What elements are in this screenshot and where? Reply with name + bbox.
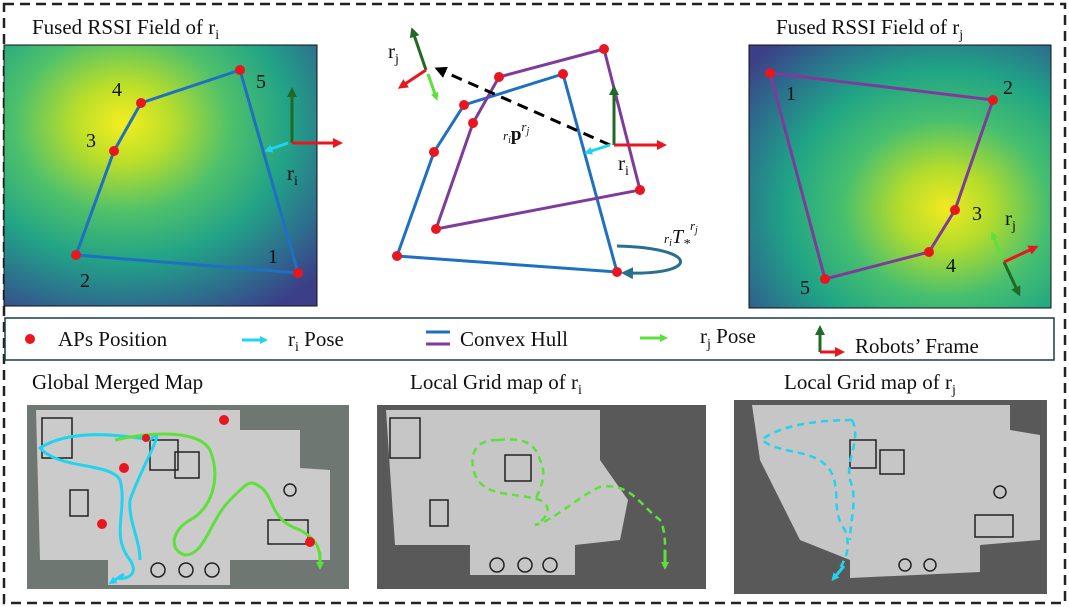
ap-number-j-1: 1 [786, 83, 796, 105]
relative-position-label: riprj [503, 119, 529, 146]
legend-ap-dot [25, 334, 35, 344]
ap-markers-i [71, 65, 303, 278]
transform-arrow [616, 244, 682, 280]
legend-frame: Robots’ Frame [855, 334, 979, 358]
ap-markers-j [765, 68, 998, 284]
legend-frame-icon [815, 325, 845, 357]
center-hull-blue [394, 72, 620, 274]
robot-frame-center-i [584, 85, 667, 155]
robot-label-i: ri [287, 161, 298, 189]
local-map-j [734, 400, 1047, 594]
ap-number-i-1: 1 [268, 246, 278, 268]
legend-aps: APs Position [58, 327, 168, 351]
robot-frame-center-j [397, 27, 439, 101]
ap-number-j-4: 4 [946, 255, 956, 277]
local-map-i-title: Local Grid map of ri [410, 370, 582, 398]
legend-convex: Convex Hull [460, 327, 568, 351]
ap-number-j-2: 2 [1003, 77, 1013, 99]
robot-label-center-i: ri [618, 151, 629, 179]
center-ap-markers [392, 44, 645, 277]
legend-box [4, 317, 1055, 361]
field-j-title: Fused RSSI Field of rj [776, 15, 963, 43]
convex-hull-i [73, 68, 301, 275]
global-merged-map [27, 405, 349, 589]
robot-frame-j [990, 231, 1039, 297]
ap-number-i-2: 2 [80, 270, 90, 292]
ap-number-i-5: 5 [256, 71, 266, 93]
local-map-i [377, 405, 706, 589]
relative-position-arrow [434, 66, 611, 147]
ap-number-i-3: 3 [86, 130, 96, 152]
global-map-title: Global Merged Map [32, 370, 203, 394]
ap-number-j-5: 5 [800, 277, 810, 299]
ap-number-i-4: 4 [112, 79, 122, 101]
ap-number-j-3: 3 [972, 203, 982, 225]
field-i-title: Fused RSSI Field of ri [32, 15, 219, 43]
center-hull-purple [433, 47, 642, 231]
convex-hull-j [767, 71, 996, 281]
robot-label-center-j: rj [388, 39, 399, 67]
local-map-j-title: Local Grid map of rj [784, 370, 956, 398]
transform-label: riT*rj [664, 218, 698, 252]
legend-ri-pose: ri Pose [288, 327, 344, 355]
robot-frame-i [264, 87, 343, 153]
legend-rj-pose: rj Pose [700, 324, 756, 352]
robot-label-j: rj [1005, 206, 1016, 234]
